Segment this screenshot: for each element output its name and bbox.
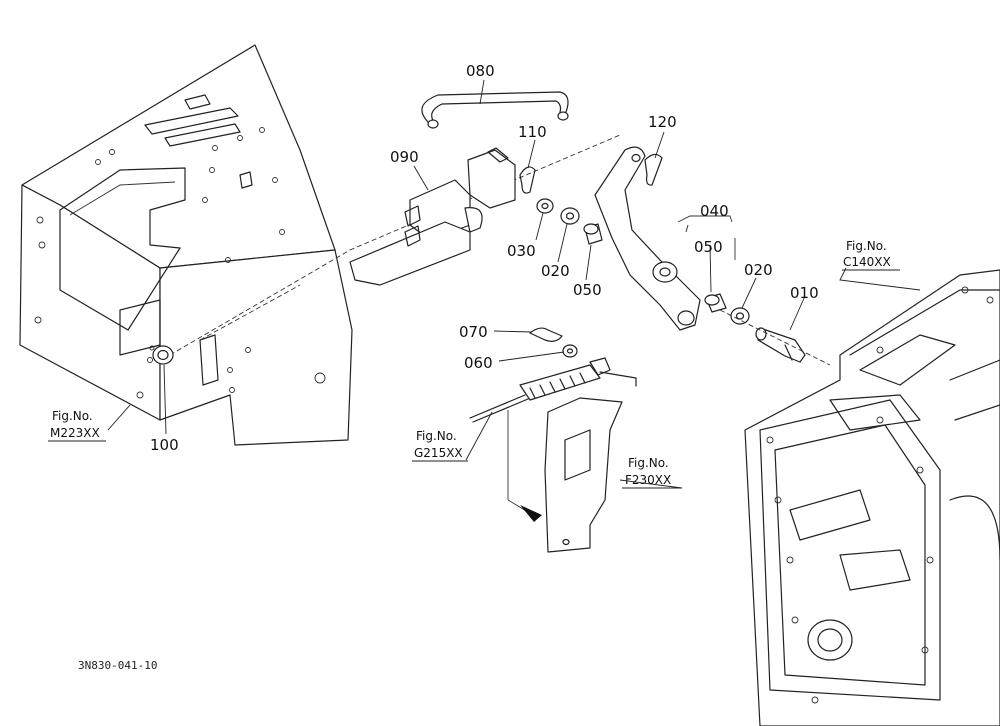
part-label-080: 080 [466,62,495,80]
bushing-050b [704,293,727,313]
shaft-010 [755,327,806,363]
part-label-120: 120 [648,113,677,131]
lever-arm-040 [594,146,701,331]
fig-ref-c140-line2: C140XX [843,255,891,269]
pin-120 [644,153,663,186]
fig-ref-g215-line1: Fig.No. [416,429,457,443]
rod-080 [421,91,569,129]
part-label-110: 110 [518,123,547,141]
bracket-f230 [544,397,623,553]
part-label-030: 030 [507,242,536,260]
frame-panel [19,44,353,446]
fig-ref-m223-line2: M223XX [50,426,100,440]
cable-assembly [469,357,637,423]
part-label-020-right: 020 [744,261,773,279]
pin-110 [519,166,536,194]
part-label-020-left: 020 [541,262,570,280]
part-label-010: 010 [790,284,819,302]
part-label-100: 100 [150,436,179,454]
fig-ref-f230-line1: Fig.No. [628,456,669,470]
leader-lines [107,79,921,489]
bushing-050a [583,223,603,245]
washer-020a [560,207,580,225]
fig-ref-f230-line2: F230XX [625,473,671,487]
part-label-050-right: 050 [694,238,723,256]
part-label-070: 070 [459,323,488,341]
clip-070 [529,327,563,342]
washer-020b [730,307,750,325]
washer-030 [536,198,554,214]
part-label-050-left: 050 [573,281,602,299]
lever-guide-090 [349,147,516,286]
transmission-housing [744,269,1000,726]
part-label-060: 060 [464,354,493,372]
fig-ref-c140-line1: Fig.No. [846,239,887,253]
washer-060 [562,344,578,358]
drawing-code: 3N830-041-10 [78,659,157,672]
part-label-040: 040 [700,202,729,220]
fig-ref-g215-line2: G215XX [414,446,463,460]
nut-100 [152,345,174,365]
fig-ref-m223-line1: Fig.No. [52,409,93,423]
part-label-090: 090 [390,148,419,166]
